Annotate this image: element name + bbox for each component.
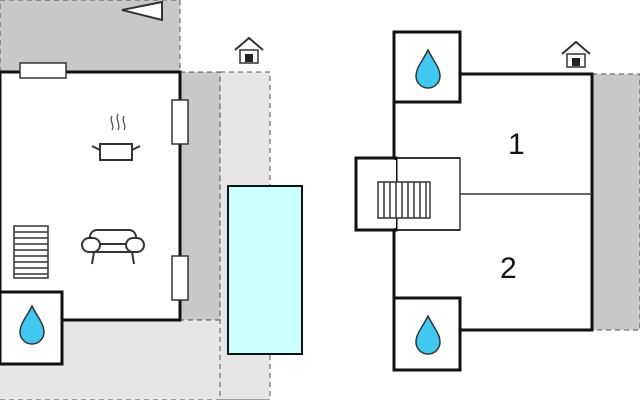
water-drop-icon <box>415 314 441 355</box>
stairs-icon <box>377 181 431 219</box>
water-drop-icon <box>415 48 441 89</box>
cooking-icon <box>91 113 141 161</box>
room-label-1: 1 <box>508 128 525 161</box>
water-drop-icon <box>19 304 45 345</box>
stairs-icon <box>13 225 49 279</box>
house-icon <box>561 40 591 68</box>
window-icon <box>171 255 189 301</box>
sofa-icon <box>81 229 145 265</box>
window-icon <box>19 62 67 79</box>
arrow-icon <box>121 0 163 22</box>
terrace-upper <box>591 73 640 331</box>
house-icon <box>234 36 264 64</box>
pool <box>227 185 303 355</box>
window-icon <box>171 99 189 145</box>
room-label-2: 2 <box>500 252 517 285</box>
ground-floor-walls <box>0 70 182 322</box>
